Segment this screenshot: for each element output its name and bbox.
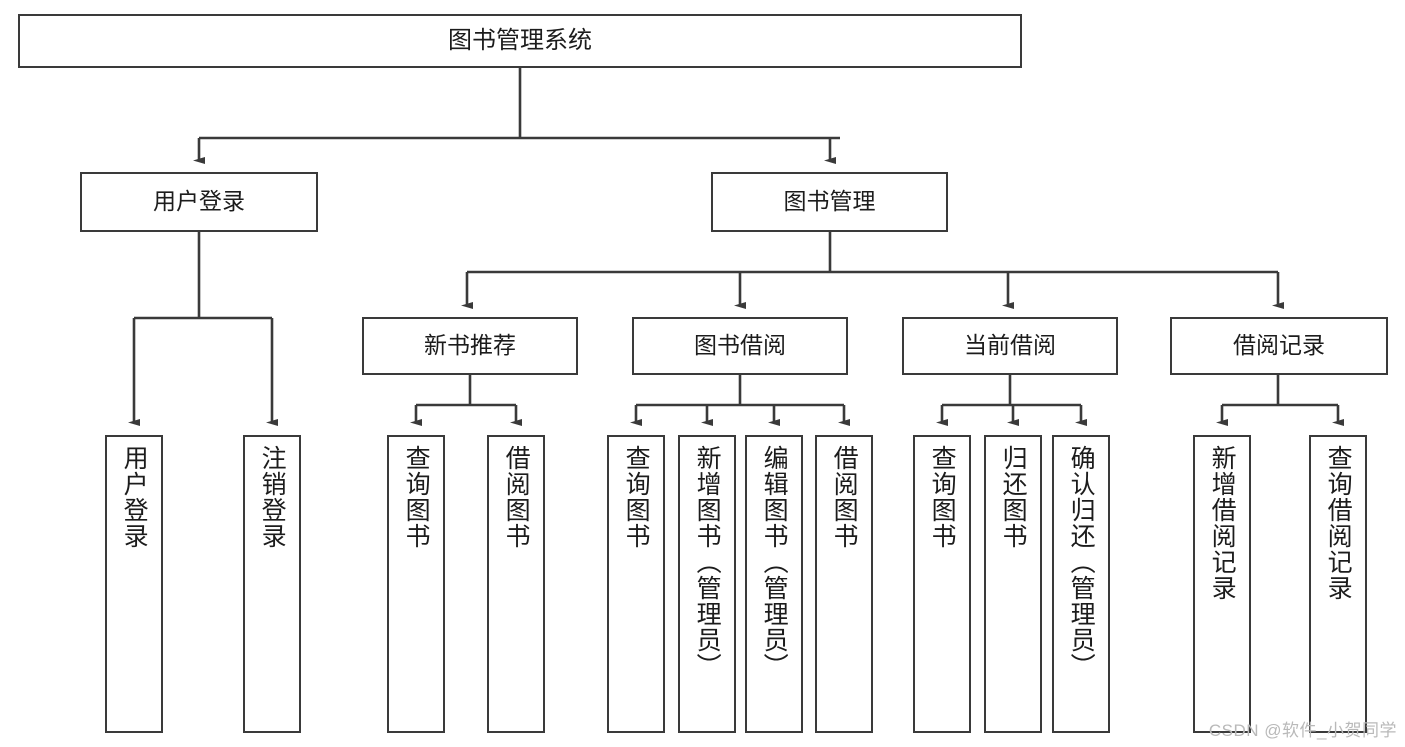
leaf-query-borrow-record[interactable]: 查询借阅记录 [1309, 435, 1367, 733]
node-new-book-recommend[interactable]: 新书推荐 [362, 317, 578, 375]
leaf-add-book-admin[interactable]: 新增图书（管理员） [678, 435, 736, 733]
node-label: 查询图书 [402, 445, 431, 549]
leaf-add-borrow-record[interactable]: 新增借阅记录 [1193, 435, 1251, 733]
csdn-watermark: CSDN @软件_小贺同学 [1208, 721, 1397, 740]
leaf-query-book-recommend[interactable]: 查询图书 [387, 435, 445, 733]
node-label: 新增借阅记录 [1208, 445, 1237, 601]
leaf-query-book-borrow[interactable]: 查询图书 [607, 435, 665, 733]
node-label: 用户登录 [153, 188, 245, 215]
node-book-management[interactable]: 图书管理 [711, 172, 948, 232]
node-label: 图书管理 [783, 188, 876, 215]
node-borrow-record[interactable]: 借阅记录 [1170, 317, 1388, 375]
node-label: 借阅图书 [830, 445, 859, 549]
node-label: 图书借阅 [694, 332, 786, 359]
edges-book-mgmt-to-level3 [461, 232, 1284, 309]
node-label: 借阅记录 [1233, 332, 1325, 359]
leaf-borrow-book[interactable]: 借阅图书 [815, 435, 873, 733]
leaf-user-login[interactable]: 用户登录 [105, 435, 163, 733]
node-label: 新增图书（管理员） [693, 445, 722, 679]
leaf-edit-book-admin[interactable]: 编辑图书（管理员） [745, 435, 803, 733]
edges-borrow-record-to-leaves [1216, 375, 1344, 426]
node-root-library-system[interactable]: 图书管理系统 [18, 14, 1022, 68]
node-label: 借阅图书 [502, 445, 531, 549]
edges-new-book-to-leaves [410, 375, 522, 426]
node-label: 编辑图书（管理员） [760, 445, 789, 679]
leaf-return-book[interactable]: 归还图书 [984, 435, 1042, 733]
edges-user-login-to-leaves [128, 232, 278, 426]
node-label: 查询借阅记录 [1324, 445, 1353, 601]
node-label: 查询图书 [928, 445, 957, 549]
leaf-confirm-return-admin[interactable]: 确认归还（管理员） [1052, 435, 1110, 733]
node-current-borrow[interactable]: 当前借阅 [902, 317, 1118, 375]
node-label: 归还图书 [999, 445, 1028, 549]
edges-root-to-level2 [193, 68, 840, 164]
node-label: 确认归还（管理员） [1067, 445, 1096, 679]
node-label: 图书管理系统 [448, 26, 592, 54]
edges-book-borrow-to-leaves [630, 375, 850, 426]
node-label: 注销登录 [258, 445, 287, 549]
edges-current-borrow-to-leaves [936, 375, 1087, 426]
leaf-query-book-current[interactable]: 查询图书 [913, 435, 971, 733]
node-label: 查询图书 [622, 445, 651, 549]
leaf-borrow-book-recommend[interactable]: 借阅图书 [487, 435, 545, 733]
node-user-login[interactable]: 用户登录 [80, 172, 318, 232]
node-book-borrow[interactable]: 图书借阅 [632, 317, 848, 375]
node-label: 当前借阅 [964, 332, 1056, 359]
leaf-logout[interactable]: 注销登录 [243, 435, 301, 733]
node-label: 新书推荐 [424, 332, 516, 359]
node-label: 用户登录 [120, 445, 149, 549]
